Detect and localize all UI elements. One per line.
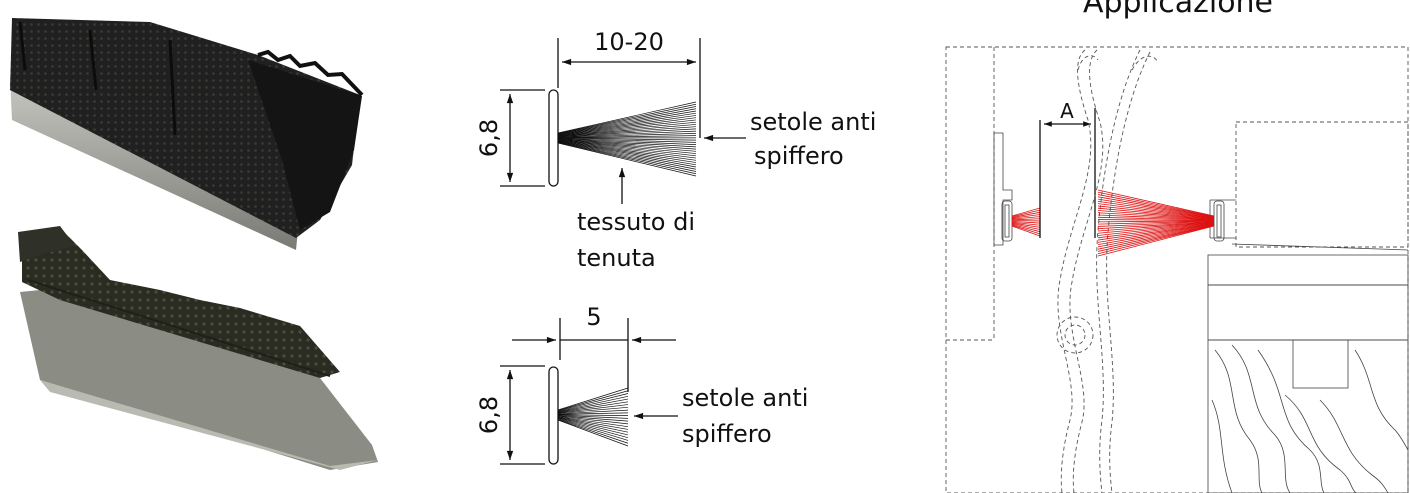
bottom-profile-base <box>548 366 559 465</box>
brush-strip-photo-bottom <box>18 226 378 470</box>
curtain-outline <box>1056 49 1159 493</box>
top-height-label: 6,8 <box>475 119 503 157</box>
gap-label-a: A <box>1060 99 1074 123</box>
top-profile-drawing: 10-20 6,8 setole anti spiffero tessuto d… <box>475 28 876 272</box>
profile-drawings: 10-20 6,8 setole anti spiffero tessuto d… <box>475 28 876 465</box>
top-width-label: 10-20 <box>594 28 664 56</box>
application-title: Applicazione <box>1083 0 1273 20</box>
top-brush-label-1: setole anti <box>750 108 876 136</box>
top-bristles <box>557 101 697 177</box>
bottom-profile-drawing: 5 6,8 setole anti spiffero <box>475 303 808 465</box>
left-red-brush <box>1011 207 1041 237</box>
top-fabric-label-2: tenuta <box>577 244 656 272</box>
top-fabric-label-1: tessuto di <box>577 208 695 236</box>
left-frame-profile <box>993 132 1013 246</box>
brush-strip-photo-top <box>10 18 364 250</box>
top-profile-base <box>548 89 559 187</box>
bottom-height-label: 6,8 <box>475 396 503 434</box>
bottom-width-label: 5 <box>586 303 601 331</box>
window-frame <box>1235 121 1409 248</box>
top-brush-label-2: spiffero <box>754 142 844 170</box>
wood-block <box>1207 339 1409 493</box>
bottom-brush-label-1: setole anti <box>682 384 808 412</box>
bottom-brush-label-2: spiffero <box>682 420 772 448</box>
wall-outline <box>945 46 1409 493</box>
bottom-bristles <box>557 387 629 447</box>
sill <box>1207 254 1409 286</box>
right-red-brush <box>1097 189 1215 257</box>
product-photos <box>10 18 378 470</box>
application-drawing: Applicazione A <box>945 0 1409 493</box>
